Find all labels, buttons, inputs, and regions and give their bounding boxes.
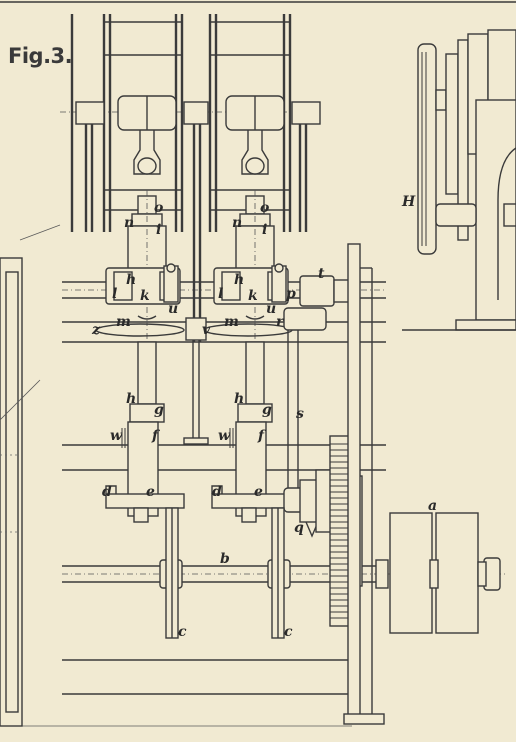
label-w-right: w: [218, 428, 231, 444]
spindle-right: [203, 190, 293, 523]
pulley-c-right: [271, 507, 285, 639]
label-m-left: m: [116, 314, 131, 330]
side-view: [402, 29, 516, 331]
label-w-left: w: [110, 428, 123, 444]
label-h-lower-right: h: [234, 391, 244, 407]
spindle-left: [95, 190, 185, 523]
label-m-right: m: [224, 314, 239, 330]
label-g-right: g: [262, 402, 272, 418]
label-o-left: o: [154, 200, 163, 216]
label-o-right: o: [260, 200, 269, 216]
label-H: H: [401, 194, 416, 210]
label-p: p: [286, 286, 296, 302]
drive-linkage: [283, 275, 357, 538]
part-letters: a b c c d d e e f f g g h h h h i i k k …: [91, 194, 437, 640]
label-n-left: n: [124, 215, 134, 231]
label-h-lower-left: h: [126, 391, 136, 407]
label-c-left: c: [178, 624, 187, 640]
label-l-right: l: [218, 286, 223, 302]
label-v: v: [202, 322, 211, 338]
label-u-right: u: [266, 301, 276, 317]
label-f-right: f: [257, 428, 267, 444]
label-u-left: u: [168, 301, 178, 317]
main-column: [343, 243, 385, 725]
label-e-right: e: [254, 484, 263, 500]
pulley-a: [389, 512, 501, 634]
label-c-right: c: [284, 624, 293, 640]
label-z: z: [91, 322, 101, 338]
label-i-left: i: [156, 222, 161, 238]
upper-cage-left: [70, 14, 184, 232]
label-q: q: [294, 520, 304, 536]
figure-label: Fig.3.: [8, 44, 73, 68]
label-k-right: k: [248, 288, 258, 304]
top-rollers: [75, 95, 321, 342]
label-h-upper-right: h: [234, 272, 244, 288]
support-v: [183, 317, 209, 445]
label-d-left: d: [102, 484, 112, 500]
label-d-right: d: [212, 484, 222, 500]
label-f-left: f: [151, 428, 161, 444]
left-frame: [0, 224, 61, 727]
label-a: a: [428, 498, 437, 514]
label-k-left: k: [140, 288, 150, 304]
label-g-left: g: [154, 402, 164, 418]
label-n-right: n: [232, 215, 242, 231]
label-r: r: [276, 314, 285, 330]
label-b: b: [220, 551, 230, 567]
label-s: s: [296, 406, 304, 422]
label-h-upper-left: h: [126, 272, 136, 288]
label-t: t: [318, 266, 325, 282]
pulley-c-left: [165, 507, 179, 639]
label-e-left: e: [146, 484, 155, 500]
label-l-left: l: [112, 286, 117, 302]
label-i-right: i: [262, 222, 267, 238]
